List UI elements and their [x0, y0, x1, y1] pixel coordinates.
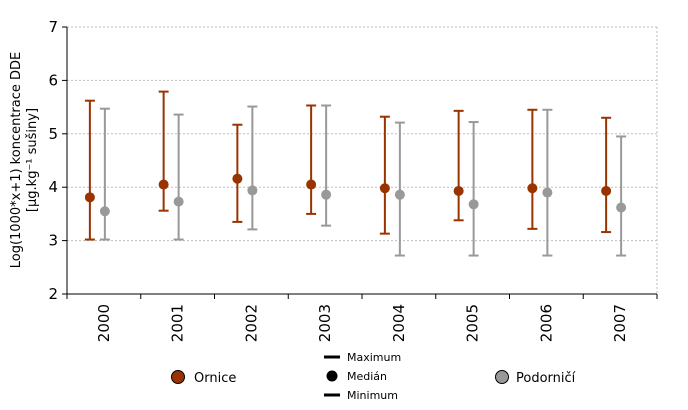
x-tick-label-2002: 2002 [242, 304, 260, 342]
x-tick-label-2003: 2003 [316, 304, 334, 342]
legend-marker-ornice [171, 370, 185, 384]
median-point-podornici-2003 [321, 189, 332, 200]
y-tick-label-5: 5 [48, 125, 58, 143]
legend-key-maximum-label: Maximum [347, 351, 401, 364]
median-point-ornice-2003 [306, 179, 317, 190]
y-axis-title-line-1: Log(1000*x+1) koncentrace DDE [9, 52, 24, 269]
axis-layer: 2 3 4 5 6 7 2000 2001 2002 2003 2004 2005 2006 2007 [48, 18, 658, 342]
legend-key-median-marker [326, 370, 338, 382]
median-point-ornice-2001 [158, 179, 169, 190]
median-point-podornici-2005 [468, 199, 479, 210]
median-point-ornice-2005 [453, 185, 464, 196]
legend: Ornice Maximum Medián Minimum Podorničí [171, 351, 576, 402]
x-tick-label-2000: 2000 [95, 304, 113, 342]
median-point-ornice-2007 [601, 185, 612, 196]
x-tick-label-2006: 2006 [537, 304, 555, 342]
legend-key-median-label: Medián [347, 370, 387, 383]
y-tick-label-2: 2 [48, 285, 58, 303]
y-tick-label-6: 6 [48, 71, 58, 89]
x-tick-label-2005: 2005 [464, 304, 482, 342]
data-layer [84, 90, 627, 257]
median-point-podornici-2007 [616, 202, 627, 213]
median-point-podornici-2004 [394, 189, 405, 200]
median-point-podornici-2001 [173, 196, 184, 207]
y-tick-label-4: 4 [48, 178, 58, 196]
median-point-ornice-2000 [84, 192, 95, 203]
grid-layer [67, 26, 658, 294]
median-point-podornici-2006 [542, 187, 553, 198]
y-tick-label-3: 3 [48, 232, 58, 250]
y-tick-label-7: 7 [48, 18, 58, 36]
legend-key-minimum-label: Minimum [347, 389, 398, 402]
x-tick-label-2001: 2001 [169, 304, 187, 342]
x-tick-label-2004: 2004 [390, 304, 408, 342]
median-point-podornici-2002 [247, 185, 258, 196]
median-point-ornice-2002 [232, 173, 243, 184]
median-point-ornice-2006 [527, 183, 538, 194]
legend-label-podornici: Podorničí [516, 371, 576, 386]
y-axis-title-line-2: [µg.kg⁻¹ sušiny] [25, 108, 40, 212]
x-tick-label-2007: 2007 [611, 304, 629, 342]
legend-label-ornice: Ornice [194, 371, 236, 386]
legend-marker-podornici [495, 370, 509, 384]
median-point-ornice-2004 [379, 183, 390, 194]
median-point-podornici-2000 [99, 206, 110, 217]
label-layer: Log(1000*x+1) koncentrace DDE [µg.kg⁻¹ s… [9, 52, 40, 269]
